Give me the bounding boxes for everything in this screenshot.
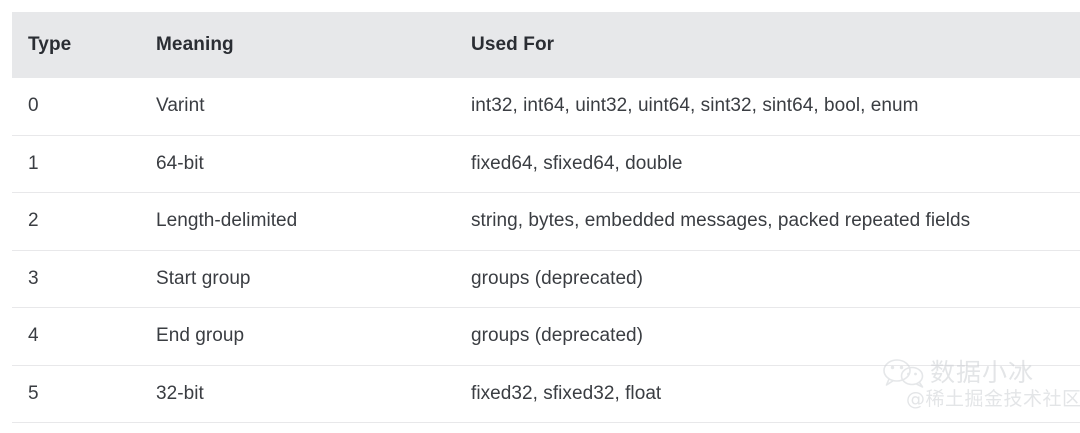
table-header-row: Type Meaning Used For — [12, 12, 1080, 78]
cell-used-for: groups (deprecated) — [450, 250, 1080, 308]
column-header-meaning: Meaning — [156, 34, 234, 55]
table-row: 4 End group groups (deprecated) — [12, 307, 1080, 366]
cell-used-for: int32, int64, uint32, uint64, sint32, si… — [450, 78, 1080, 136]
table-row: 1 64-bit fixed64, sfixed64, double — [12, 135, 1080, 193]
cell-meaning: Varint — [140, 78, 450, 136]
table-body: 0 Varint int32, int64, uint32, uint64, s… — [12, 78, 1080, 423]
table-row: 0 Varint int32, int64, uint32, uint64, s… — [12, 78, 1080, 136]
cell-type: 1 — [12, 135, 140, 193]
cell-meaning: 32-bit — [140, 365, 450, 423]
table-row: 5 32-bit fixed32, sfixed32, float — [12, 365, 1080, 423]
cell-meaning: Start group — [140, 250, 450, 308]
cell-meaning: Length-delimited — [140, 192, 450, 251]
cell-type: 4 — [12, 307, 140, 366]
cell-type: 5 — [12, 365, 140, 423]
cell-type: 3 — [12, 250, 140, 308]
column-header-type: Type — [28, 34, 72, 55]
column-header-used-for: Used For — [471, 34, 555, 55]
table-row: 3 Start group groups (deprecated) — [12, 250, 1080, 308]
cell-used-for: string, bytes, embedded messages, packed… — [450, 192, 1080, 251]
wire-type-table: Type Meaning Used For 0 Varint int32, in… — [12, 12, 1080, 423]
cell-used-for: fixed64, sfixed64, double — [450, 135, 1080, 193]
cell-type: 2 — [12, 192, 140, 251]
cell-used-for: groups (deprecated) — [450, 307, 1080, 366]
cell-type: 0 — [12, 78, 140, 136]
cell-meaning: 64-bit — [140, 135, 450, 193]
cell-meaning: End group — [140, 307, 450, 366]
cell-used-for: fixed32, sfixed32, float — [450, 365, 1080, 423]
table-header: Type Meaning Used For — [12, 12, 1080, 78]
table-row: 2 Length-delimited string, bytes, embedd… — [12, 192, 1080, 251]
